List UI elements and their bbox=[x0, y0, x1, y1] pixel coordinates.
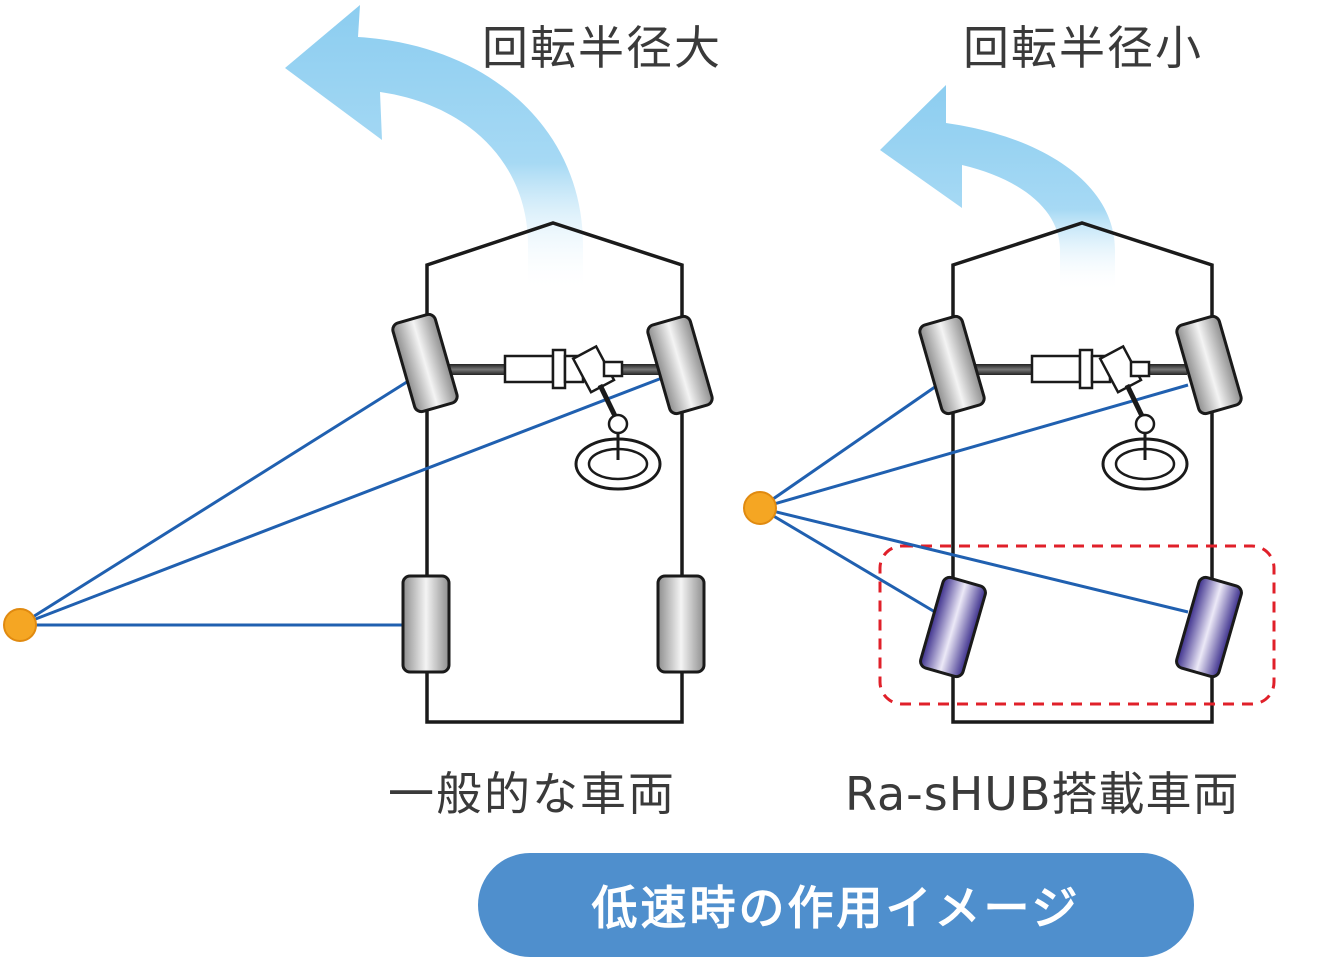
rashub-rear-left-steered-tire bbox=[919, 575, 987, 679]
conventional-vehicle-label: 一般的な車両 bbox=[388, 767, 676, 821]
rashub-steering-wheel-icon bbox=[1101, 437, 1189, 491]
conventional-front-left-tire bbox=[391, 312, 459, 414]
conventional-rear-left-tire bbox=[401, 574, 451, 674]
small-radius-turn-arrow bbox=[880, 85, 1115, 292]
large-radius-turn-arrow bbox=[285, 5, 583, 292]
rashub-front-right-tire bbox=[1175, 314, 1243, 416]
rashub-steering-rack bbox=[975, 344, 1187, 460]
conventional-vehicle-group bbox=[3, 5, 714, 724]
conventional-radius-lines bbox=[19, 373, 663, 627]
conventional-front-right-tire bbox=[646, 314, 714, 416]
large-radius-label: 回転半径大 bbox=[482, 21, 722, 75]
rashub-rear-right-steered-tire bbox=[1175, 575, 1243, 679]
rashub-vehicle-group bbox=[743, 85, 1276, 724]
caption-text: 低速時の作用イメージ bbox=[591, 881, 1081, 935]
conventional-steering-rack bbox=[448, 344, 660, 460]
rear-steer-highlight-box bbox=[878, 544, 1276, 706]
rashub-turn-center-dot bbox=[743, 491, 777, 525]
caption-pill: 低速時の作用イメージ bbox=[478, 853, 1194, 957]
rashub-vehicle-body bbox=[951, 221, 1214, 724]
small-radius-label: 回転半径小 bbox=[963, 21, 1203, 75]
rashub-front-left-tire bbox=[918, 314, 986, 416]
conventional-turn-center-dot bbox=[3, 608, 37, 642]
conventional-steering-wheel-icon bbox=[574, 437, 662, 491]
rashub-vehicle-label: Ra-sHUB搭載車両 bbox=[845, 767, 1240, 821]
rashub-radius-lines bbox=[759, 378, 1189, 614]
conventional-rear-right-tire bbox=[656, 574, 706, 674]
